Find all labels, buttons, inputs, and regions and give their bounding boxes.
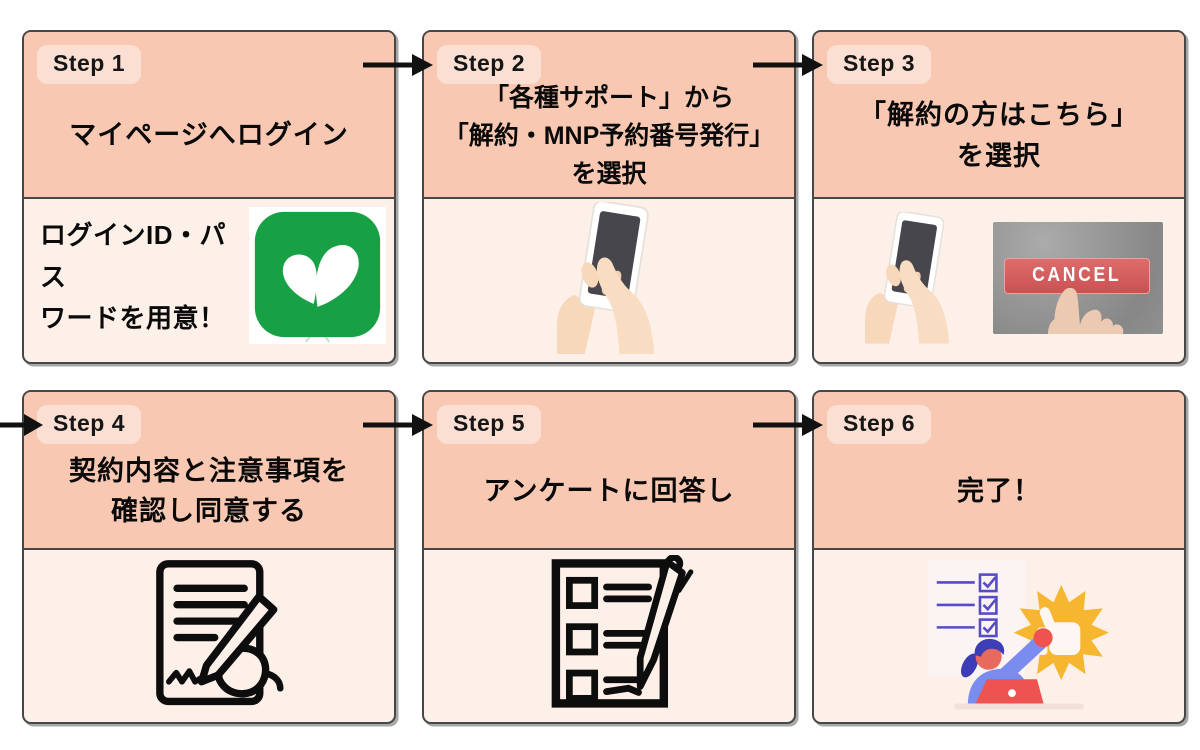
arrow-step5-to-step6-icon xyxy=(753,414,823,436)
step-5-header: Step 5 アンケートに回答し xyxy=(424,392,794,550)
arrow-step1-to-step2-icon xyxy=(363,54,433,76)
step-2-header: Step 2 「各種サポート」から 「解約・MNP予約番号発行」 を選択 xyxy=(424,32,794,199)
cancel-button-photo: CANCEL xyxy=(993,221,1163,334)
step-3-title: 「解約の方はこちら」 を選択 xyxy=(859,95,1139,176)
step-4-body xyxy=(24,550,394,716)
step-6-header: Step 6 完了！ xyxy=(814,392,1184,550)
title-line: アンケートに回答し xyxy=(483,475,735,506)
contract-signing-icon xyxy=(156,560,284,706)
note-line: ワードを用意！ xyxy=(40,303,226,334)
arrow-step2-to-step3-icon xyxy=(753,54,823,76)
cancel-button: CANCEL xyxy=(1004,257,1150,294)
login-note-text: ログインID・パス ワードを用意！ xyxy=(40,215,243,340)
step-card-4: Step 4 契約内容と注意事項を 確認し同意する xyxy=(22,390,396,724)
smartphone-tap-illustration xyxy=(556,201,655,354)
step-card-1: Step 1 マイページへログイン ログインID・パス ワードを用意！ xyxy=(22,30,396,364)
step-5-body xyxy=(424,550,794,716)
title-line: 完了！ xyxy=(957,475,1041,506)
title-line: を選択 xyxy=(571,159,647,188)
title-line: を選択 xyxy=(957,140,1041,171)
step-4-badge: Step 4 xyxy=(37,405,142,444)
step-5-badge: Step 5 xyxy=(437,405,542,444)
step-3-body: CANCEL xyxy=(814,199,1184,356)
step-1-header: Step 1 マイページへログイン xyxy=(24,32,394,199)
step-card-6: Step 6 完了！ xyxy=(812,390,1186,724)
mineo-app-icon xyxy=(249,206,386,344)
step-3-badge: Step 3 xyxy=(827,45,932,84)
title-line: 契約内容と注意事項を xyxy=(69,455,349,486)
step-card-5: Step 5 アンケートに回答し xyxy=(422,390,796,724)
celebration-thumbs-up-illustration xyxy=(928,559,1109,710)
step-2-title: 「各種サポート」から 「解約・MNP予約番号発行」 を選択 xyxy=(444,79,775,193)
step-2-badge: Step 2 xyxy=(437,45,542,84)
arrow-step4-to-step5-icon xyxy=(363,414,433,436)
step-6-body xyxy=(814,550,1184,716)
step-5-title: アンケートに回答し xyxy=(484,471,735,512)
arrow-into-step4-icon xyxy=(0,414,43,436)
step-3-header: Step 3 「解約の方はこちら」 を選択 xyxy=(814,32,1184,199)
step-6-badge: Step 6 xyxy=(827,405,932,444)
title-line: 「解約の方はこちら」 xyxy=(859,100,1139,130)
survey-checklist-icon xyxy=(551,555,694,708)
smartphone-tap-illustration xyxy=(865,211,949,344)
step-card-3: Step 3 「解約の方はこちら」 を選択 CANCEL xyxy=(812,30,1186,364)
step-2-body xyxy=(424,199,794,356)
step-card-2: Step 2 「各種サポート」から 「解約・MNP予約番号発行」 を選択 xyxy=(422,30,796,364)
pointing-finger-icon xyxy=(1048,287,1124,334)
title-line: 「解約・MNP予約番号発行」 xyxy=(443,121,775,150)
step-4-title: 契約内容と注意事項を 確認し同意する xyxy=(69,451,349,532)
app-icon-wrap xyxy=(249,206,386,349)
step-1-title: マイページへログイン xyxy=(69,115,348,156)
step-6-title: 完了！ xyxy=(957,471,1041,512)
title-line: 確認し同意する xyxy=(111,496,307,526)
step-1-badge: Step 1 xyxy=(37,45,142,84)
note-line: ログインID・パス xyxy=(40,220,227,292)
cancel-button-label: CANCEL xyxy=(1032,264,1122,286)
step-4-header: Step 4 契約内容と注意事項を 確認し同意する xyxy=(24,392,394,550)
step-1-body: ログインID・パス ワードを用意！ xyxy=(24,199,394,356)
title-line: マイページへログイン xyxy=(69,120,349,151)
title-line: 「各種サポート」から xyxy=(483,83,734,112)
